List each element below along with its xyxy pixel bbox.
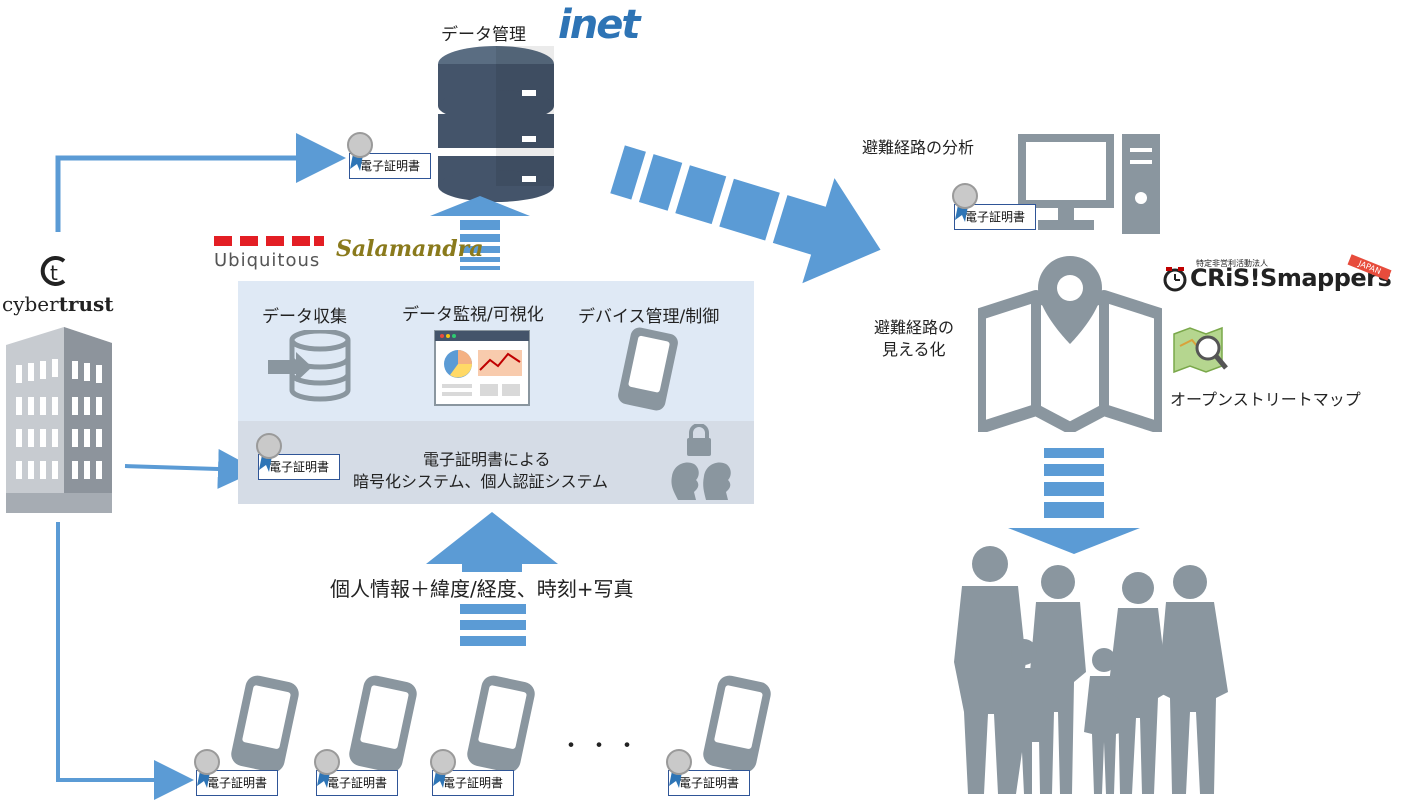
seal-icon	[314, 749, 340, 788]
phone-certificate-2: 電子証明書	[314, 749, 398, 796]
encryption-line1: 電子証明書による	[423, 450, 551, 469]
upload-stripes	[460, 604, 526, 646]
cybertrust-logo-a: cyber	[2, 292, 59, 316]
encryption-line2: 暗号化システム、個人認証システム	[353, 472, 609, 491]
ubiquitous-logo: Ubiquitous	[214, 250, 321, 271]
seal-icon	[194, 749, 220, 788]
dashboard-icon	[434, 330, 530, 406]
svg-text:t: t	[50, 261, 58, 285]
osm-label: オープンストリートマップ	[1170, 390, 1361, 409]
phone-certificate-4: 電子証明書	[666, 749, 750, 796]
people-silhouettes-icon	[954, 546, 1228, 794]
route-analysis-label: 避難経路の分析	[862, 138, 975, 157]
upload-arrow-to-panel	[426, 512, 558, 572]
upload-arrow-to-db	[430, 196, 530, 270]
data-management-label: データ管理	[441, 25, 526, 45]
osm-icon	[1173, 326, 1228, 374]
arrow-to-panel-cert	[124, 448, 258, 489]
arrow-to-server-cert	[55, 133, 346, 232]
panel-certificate: 電子証明書	[256, 433, 340, 480]
analysis-certificate: 電子証明書	[952, 183, 1036, 230]
computer-icon	[1018, 134, 1160, 234]
crisis-small-label: 特定非営利活動法人	[1196, 259, 1268, 268]
phone-certificate-1: 電子証明書	[194, 749, 278, 796]
map-pin-icon	[978, 256, 1162, 432]
device-management-label: デバイス管理/制御	[578, 307, 720, 327]
people-heads-icon	[671, 462, 731, 500]
cybertrust-logo: cybertrust	[2, 292, 114, 316]
certificate-label: 電子証明書	[349, 153, 431, 179]
more-devices-ellipsis: ・・・	[560, 734, 645, 759]
data-monitoring-label: データ監視/可視化	[402, 305, 544, 325]
cybertrust-logo-icon: t	[40, 256, 66, 286]
seal-icon	[347, 132, 373, 171]
inet-logo: inet	[558, 2, 640, 48]
cybertrust-logo-b: trust	[58, 292, 114, 316]
route-visual-label-2: 見える化	[882, 340, 946, 359]
lock-icon	[687, 424, 711, 456]
phone-certificate-3: 電子証明書	[430, 749, 514, 796]
crisis-clock-icon	[1163, 267, 1187, 292]
building-icon	[6, 327, 112, 513]
database-icon	[436, 46, 556, 202]
data-collection-icon	[268, 330, 351, 402]
ubiquitous-logo-mark	[214, 236, 324, 246]
seal-icon	[952, 183, 978, 222]
data-collection-label: データ収集	[262, 307, 347, 327]
upload-caption: 個人情報＋緯度/経度、時刻+写真	[330, 577, 634, 601]
seal-icon	[256, 433, 282, 472]
route-visual-label-1: 避難経路の	[874, 318, 955, 337]
arrow-to-phone-cert	[56, 522, 194, 800]
salamandra-logo: Salamandra	[336, 236, 484, 262]
certificate-label: 電子証明書	[316, 770, 398, 796]
analysis-arrow	[610, 145, 881, 284]
server-certificate: 電子証明書	[347, 132, 431, 179]
seal-icon	[666, 749, 692, 788]
guidance-arrow-down	[1008, 448, 1140, 554]
seal-icon	[430, 749, 456, 788]
